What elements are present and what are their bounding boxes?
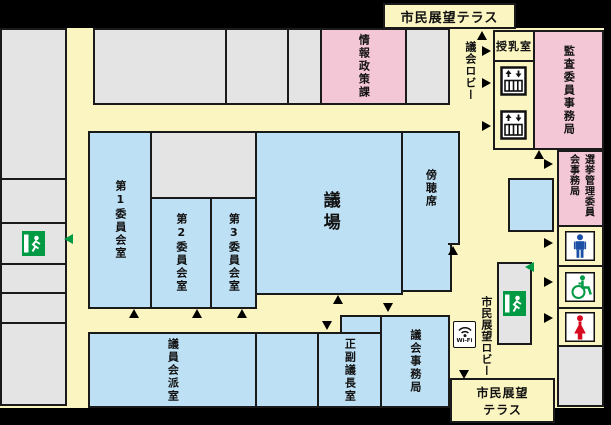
entrance-marker xyxy=(534,150,544,159)
room-label: 第1委員会室 xyxy=(113,180,127,260)
room-label: 情報政策課 xyxy=(357,34,371,99)
entrance-marker xyxy=(383,303,393,312)
top-room-2 xyxy=(225,28,289,105)
room-label: 議員会派室 xyxy=(166,337,180,403)
room-audit-committee: 監査委員事務局 xyxy=(533,30,604,150)
entrance-marker xyxy=(322,321,332,330)
room-committee-3: 第3委員会室 xyxy=(210,197,257,309)
bottom-right-room xyxy=(557,345,604,407)
bottom-unlabeled-room xyxy=(255,332,319,408)
elevator-icon xyxy=(500,110,527,140)
accessible-toilet-icon xyxy=(565,272,595,302)
corridor-observation-lobby-label: 市民展望ロビー xyxy=(479,295,493,377)
entrance-marker xyxy=(544,313,553,323)
entrance-marker xyxy=(482,78,491,88)
left-wing-room-3 xyxy=(0,263,67,294)
left-wing-room-1 xyxy=(0,28,67,180)
green-exit-triangle xyxy=(525,262,534,272)
room-public-gallery: 傍聴席 xyxy=(401,131,460,245)
wall-merge-patch xyxy=(403,241,448,247)
wifi-icon: Wi-Fi xyxy=(453,321,476,348)
entrance-marker xyxy=(333,295,343,304)
entrance-marker xyxy=(237,309,247,318)
room-label: 傍聴席 xyxy=(424,168,438,208)
entrance-marker xyxy=(129,309,139,318)
left-wing-room-2 xyxy=(0,178,67,224)
room-label: 正副議長室 xyxy=(343,337,357,403)
central-gray-room xyxy=(150,131,257,199)
entrance-marker xyxy=(482,121,491,131)
entrance-marker xyxy=(448,246,458,255)
elevator-icon xyxy=(500,66,527,96)
left-wing-room-4 xyxy=(0,292,67,324)
terrace-bottom-line1: 市民展望 xyxy=(476,385,529,400)
room-label: 選挙管理委員会事務局 xyxy=(567,153,594,217)
womens-toilet-icon xyxy=(565,312,595,342)
room-label: 授乳室 xyxy=(496,40,532,53)
room-label: 議会事務局 xyxy=(408,329,422,394)
entrance-marker xyxy=(482,46,491,56)
room-assembly-hall: 議場 xyxy=(255,131,403,295)
corridor-council-lobby-label: 議会ロビー xyxy=(463,41,477,101)
room-committee-2: 第2委員会室 xyxy=(150,197,212,309)
top-room-3 xyxy=(287,28,322,105)
room-label: 監査委員事務局 xyxy=(562,44,576,136)
room-label: 第2委員会室 xyxy=(174,213,188,293)
room-label: 議場 xyxy=(319,191,340,235)
entrance-marker xyxy=(544,277,553,287)
top-room-4 xyxy=(405,28,450,105)
emergency-exit-icon xyxy=(503,291,526,316)
room-election-committee: 選挙管理委員会事務局 xyxy=(557,150,604,227)
room-nursing: 授乳室 xyxy=(493,30,535,62)
right-unlabeled-room xyxy=(508,178,554,232)
terrace-bottom-line2: テラス xyxy=(483,402,522,417)
left-wing-room-5 xyxy=(0,322,67,406)
green-exit-triangle xyxy=(64,234,73,244)
entrance-marker xyxy=(544,238,553,248)
terrace-top-label: 市民展望テラス xyxy=(400,10,499,26)
wifi-label: Wi-Fi xyxy=(456,337,473,344)
emergency-exit-icon xyxy=(22,231,45,256)
terrace-bottom-box: 市民展望 テラス xyxy=(450,378,555,423)
room-faction: 議員会派室 xyxy=(88,332,257,408)
room-chair-vicechair: 正副議長室 xyxy=(317,332,382,408)
room-committee-1: 第1委員会室 xyxy=(88,131,152,309)
room-council-secretariat: 議会事務局 xyxy=(380,315,450,408)
room-information-policy: 情報政策課 xyxy=(320,28,407,105)
room-label: 第3委員会室 xyxy=(227,213,241,293)
entrance-marker xyxy=(544,159,553,169)
entrance-marker xyxy=(192,309,202,318)
top-room-1 xyxy=(93,28,227,105)
entrance-marker xyxy=(477,31,487,40)
room-public-gallery-lower xyxy=(401,243,452,292)
mens-toilet-icon xyxy=(565,231,595,261)
entrance-marker xyxy=(459,370,469,379)
terrace-top-label-box: 市民展望テラス xyxy=(383,3,516,29)
